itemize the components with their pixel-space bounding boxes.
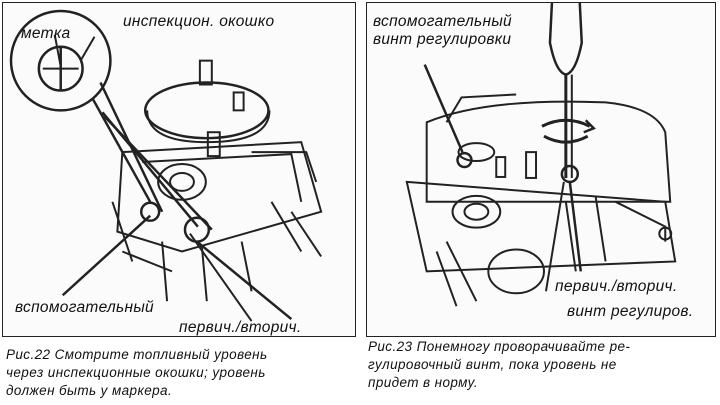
figure-22-panel: метка инспекцион. окошко вспомогательный… xyxy=(2,2,356,337)
label-aux-screw-line1: вспомогательный xyxy=(373,13,512,30)
caption-line: Рис.23 Понемногу проворачивайте ре- xyxy=(368,339,631,354)
label-aux-screw-line2: винт регулировки xyxy=(373,31,512,48)
figure-22-caption: Рис.22 Смотрите топливный уровень через … xyxy=(6,346,356,400)
label-prim-sec-screw-line1: первич./вторич. xyxy=(555,278,678,295)
caption-line: Рис.22 Смотрите топливный уровень xyxy=(6,347,268,362)
caption-line: придет в норму. xyxy=(368,375,479,390)
label-inspection-window: инспекцион. окошко xyxy=(123,13,275,30)
label-mark: метка xyxy=(21,25,71,42)
label-primary-secondary: первич./вторич. xyxy=(179,319,302,336)
label-auxiliary: вспомогательный xyxy=(15,299,154,316)
carburetor-illustration-right xyxy=(405,3,677,307)
caption-line: должен быть у маркера. xyxy=(6,383,173,398)
carburetor-illustration-left xyxy=(9,9,323,322)
label-prim-sec-screw-line2: винт регулиров. xyxy=(567,303,694,320)
caption-line: через инспекционные окошки; уровень xyxy=(6,365,266,380)
caption-line: гулировочный винт, пока уровень не xyxy=(368,357,617,372)
figure-23-caption: Рис.23 Понемногу проворачивайте ре- гули… xyxy=(368,338,718,392)
figure-23-panel: вспомогательный винт регулировки первич.… xyxy=(366,2,716,337)
